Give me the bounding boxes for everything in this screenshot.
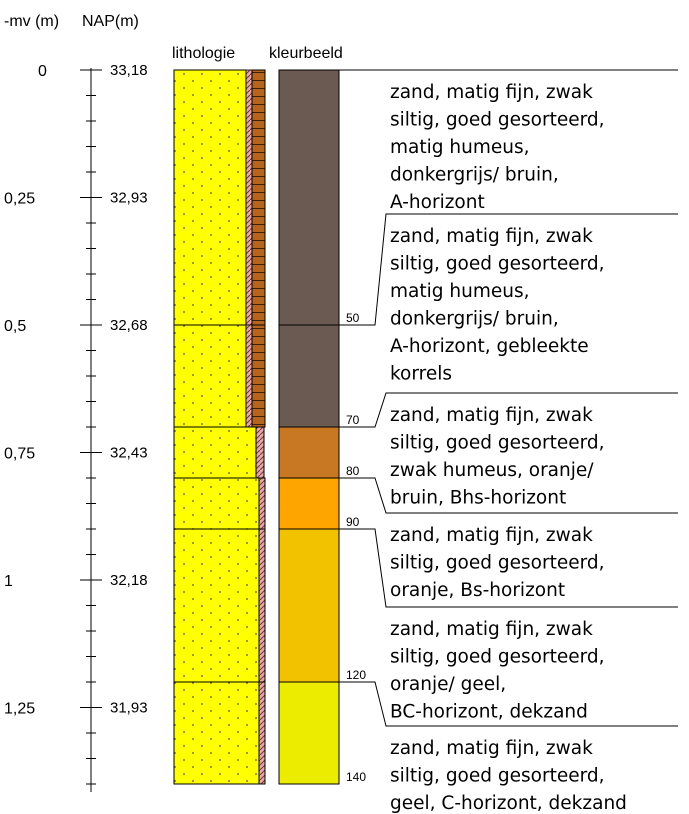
description-line: korrels [390,364,452,385]
lithology-humus-strip [251,69,266,326]
depth-tick-label-nap: 32,68 [110,317,148,334]
header-lithologie: lithologie [172,45,235,62]
color-layer [278,528,340,683]
description-line: geel, C-horizont, dekzand [390,793,627,814]
depth-marker-label: 70 [346,413,360,427]
color-layer [278,477,340,530]
depth-tick-label-mv: 0 [38,63,47,80]
depth-tick-label-nap: 32,18 [110,572,148,589]
description-line: siltig, goed gesorteerd, [390,254,605,275]
lithology-sand-layer [173,324,247,428]
depth-tick-label-mv: 0,25 [4,191,35,208]
description-line: oranje/ geel, [390,674,506,695]
connector-line [339,528,678,608]
connector-line [339,477,678,514]
depth-tick-labels: 0 33,18 0,25 32,93 0,5 32,68 0,75 32,43 1 32,18 1,… [4,62,148,718]
lithology-sand-layer [173,69,247,326]
depth-marker-label: 80 [346,464,360,478]
depth-axis [80,68,102,792]
depth-tick-label-nap: 32,43 [110,445,148,462]
description-line: zand, matig fijn, zwak [390,738,593,759]
depth-tick-label-nap: 31,93 [110,700,148,717]
depth-tick-label-mv: 1,25 [4,701,35,718]
depth-marker-label: 120 [346,668,366,682]
layer-descriptions: zand, matig fijn, zwak siltig, goed gesor… [390,82,627,814]
lithology-hatch-strip [245,69,253,326]
depth-marker-label: 50 [346,311,360,325]
description-line: zand, matig fijn, zwak [390,525,593,546]
description-line: siltig, goed gesorteerd, [390,766,605,787]
description-line: oranje, Bs-horizont [390,580,565,601]
color-layer [278,681,340,785]
lithology-sand-layer [173,477,260,530]
depth-tick-label-mv: 0,5 [4,318,26,335]
header-mv: -mv (m) [4,13,59,30]
description-line: donkergrijs/ bruin, [390,309,559,330]
color-layer [278,69,340,326]
description-line: A-horizont, gebleekte [390,336,589,357]
lithology-hatch-strip [245,324,253,428]
connector-line [339,213,678,326]
color-column [278,69,340,785]
lithology-humus-strip [255,426,265,479]
lithology-humus-strip [258,477,266,530]
depth-tick-label-nap: 33,18 [110,62,148,79]
lithology-sand-layer [173,528,260,683]
description-line: zand, matig fijn, zwak [390,82,593,103]
description-line: siltig, goed gesorteerd, [390,110,605,131]
description-line: zand, matig fijn, zwak [390,226,593,247]
description-line: BC-horizont, dekzand [390,702,588,723]
description-line: siltig, goed gesorteerd, [390,553,605,574]
color-layer [278,426,340,479]
description-line: zwak humeus, oranje/ [390,460,594,481]
lithology-humus-strip [258,528,266,683]
description-line: donkergrijs/ bruin, [390,165,559,186]
depth-tick-label-mv: 0,75 [4,446,35,463]
lithology-sand-layer [173,681,260,785]
lithology-sand-layer [173,426,257,479]
description-line: bruin, Bhs-horizont [390,488,566,509]
description-line: siltig, goed gesorteerd, [390,433,605,454]
depth-marker-label: 90 [346,515,360,529]
connector-line [339,681,678,727]
connector-line [339,392,678,428]
color-layer [278,324,340,428]
depth-tick-label-nap: 32,93 [110,190,148,207]
depth-tick-label-mv: 1 [4,573,13,590]
header-nap: NAP(m) [82,13,139,30]
lithology-humus-strip [258,681,266,785]
depth-markers: 50 70 80 90 120 140 [339,69,678,784]
lithology-column [173,69,266,785]
description-line: matig humeus, [390,281,529,302]
lithology-humus-strip [251,324,266,428]
description-line: zand, matig fijn, zwak [390,405,593,426]
description-line: zand, matig fijn, zwak [390,619,593,640]
description-line: matig humeus, [390,137,529,158]
header-kleurbeeld: kleurbeeld [269,45,343,62]
description-line: A-horizont [390,192,485,213]
description-line: siltig, goed gesorteerd, [390,647,605,668]
depth-marker-label: 140 [346,770,366,784]
